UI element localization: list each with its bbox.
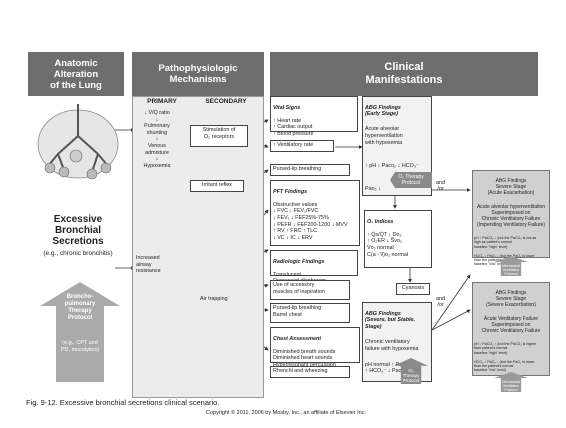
o2-indices-title: O₂ Indices — [367, 218, 394, 225]
subheader-secondary: SECONDARY — [205, 98, 247, 105]
therapy-protocol-arrow: Broncho- pulmonary Therapy Protocol (e.g… — [40, 282, 120, 382]
abg-severe-ex-body: Acute Ventilatory Failure Superimposed o… — [481, 316, 541, 334]
and-or-label-1: and /or — [436, 180, 446, 192]
irritant-reflex: Irritant reflex — [190, 180, 244, 192]
radiologic-title: Radiologic Findings — [273, 258, 325, 265]
copyright-notice: Copyright © 2011, 2006 by Mosby, Inc., a… — [206, 410, 366, 416]
accessory-muscles-box: Use of accessory muscles of inspiration — [270, 280, 350, 300]
stimulation-o2-receptors: Stimulation of O₂ receptors — [190, 125, 248, 147]
condition-subtitle: (e.g., chronic bronchitis) — [43, 250, 113, 257]
pft-findings-box: PFT Findings Obstructive values ↓ FVC ↓ … — [270, 180, 360, 246]
o2-indices-box: O₂ Indices ↑ Q̇s/Q̇T ↓ Do₂ ↑ O₂ER ↓ S̅vo… — [364, 210, 432, 268]
header-anatomic: Anatomic Alteration of the Lung — [28, 52, 124, 96]
vital-signs-box: Vital Signs ↑ Heart rate ↑ Cardiac outpu… — [270, 96, 358, 137]
and-or-label-2: and /or — [436, 296, 446, 308]
o2-therapy-protocol-1: O₂ Therapy Protocol — [390, 172, 432, 188]
mechanical-ventilation-label-2: Mechanical Ventilation Protocol — [501, 380, 521, 393]
subheader-primary: PRIMARY — [147, 98, 177, 105]
cyanosis-box: Cyanosis — [396, 283, 430, 295]
air-trapping: Air trapping — [200, 296, 228, 302]
vital-signs-body: ↑ Heart rate ↑ Cardiac output ↑ Blood pr… — [273, 117, 314, 137]
header-clinical: Clinical Manifestations — [270, 52, 538, 96]
abg-acute-title: ABG Findings Severe Stage (Acute Exacerb… — [487, 178, 535, 196]
mechanical-ventilation-arrow-2 — [494, 372, 528, 392]
mechanical-ventilation-arrow-1 — [494, 256, 528, 276]
vital-signs-title: Vital Signs — [273, 104, 301, 111]
therapy-protocol-label: Broncho- pulmonary Therapy Protocol — [64, 294, 96, 321]
chest-assessment-box: Chest Assessment Diminished breath sound… — [270, 327, 360, 375]
lung-illustration — [28, 96, 128, 188]
o2-indices-body: ↑ Q̇s/Q̇T ↓ Do₂ ↑ O₂ER ↓ S̅vo₂ V̇o₂ norm… — [367, 231, 409, 258]
rhonchi-box: Rhonchi and wheezing — [270, 366, 350, 378]
radiologic-box: Radiologic Findings Translucent Depresse… — [270, 250, 358, 284]
pft-body: Obstructive values ↓ FVC ↓ FEV₁/FVC ↓ FE… — [273, 201, 348, 241]
abg-severe-body: Chronic ventilatory failure with hypoxem… — [365, 338, 419, 352]
pursed-lip-barrel-box: Pursed-lip breathing Barrel chest — [270, 303, 350, 323]
header-pathophysiologic: Pathophysiologic Mechanisms — [132, 52, 264, 96]
abg-severe-title: ABG Findings (Severe, but Stable, Stage) — [365, 310, 416, 330]
vq-cascade: ↓ V̇/Q̇ ratio ↓ Pulmonary shunting ↓ Ven… — [143, 110, 171, 169]
pursed-lip-box: Pursed-lip breathing — [270, 164, 350, 176]
airway-resistance: Increased airway resistance — [136, 255, 161, 275]
abg-severe-ex-lines: pH ↓ PaCO₂ ↑ (but the PaCO₂ is higher th… — [474, 342, 537, 373]
figure-caption: Fig. 9-12. Excessive bronchial secretion… — [26, 398, 220, 407]
mechanical-ventilation-label-1: Mechanical Ventilation Protocol — [501, 264, 521, 277]
therapy-examples: (e.g., CPT and PD, mucolytics) — [60, 340, 100, 353]
abg-early-body: Acute alveolar hyperventilation with hyp… — [365, 126, 403, 146]
chest-title: Chest Assessment — [273, 335, 322, 342]
abg-early-title: ABG Findings (Early Stage) — [365, 104, 401, 118]
abg-severe-exacerbation-box: ABG Findings Severe Stage (Severe Exacer… — [472, 282, 550, 376]
abg-early-pao2: Pao₂ ↓ — [365, 185, 381, 192]
abg-acute-exacerbation-box: ABG Findings Severe Stage (Acute Exacerb… — [472, 170, 550, 266]
abg-early-values: ↑ pH ↓ Paco₂ ↓ HCO₃⁻ — [365, 162, 419, 169]
condition-title: Excessive Bronchial Secretions — [52, 214, 104, 247]
pft-title: PFT Findings — [273, 188, 308, 195]
abg-acute-body: Acute alveolar hyperventilation Superimp… — [476, 204, 546, 228]
o2-therapy-protocol-2-label: O₂ Therapy Protocol — [402, 368, 420, 384]
ventilatory-rate-box: ↑ Ventilatory rate — [270, 140, 334, 152]
abg-severe-ex-title: ABG Findings Severe Stage (Severe Exacer… — [486, 290, 536, 308]
